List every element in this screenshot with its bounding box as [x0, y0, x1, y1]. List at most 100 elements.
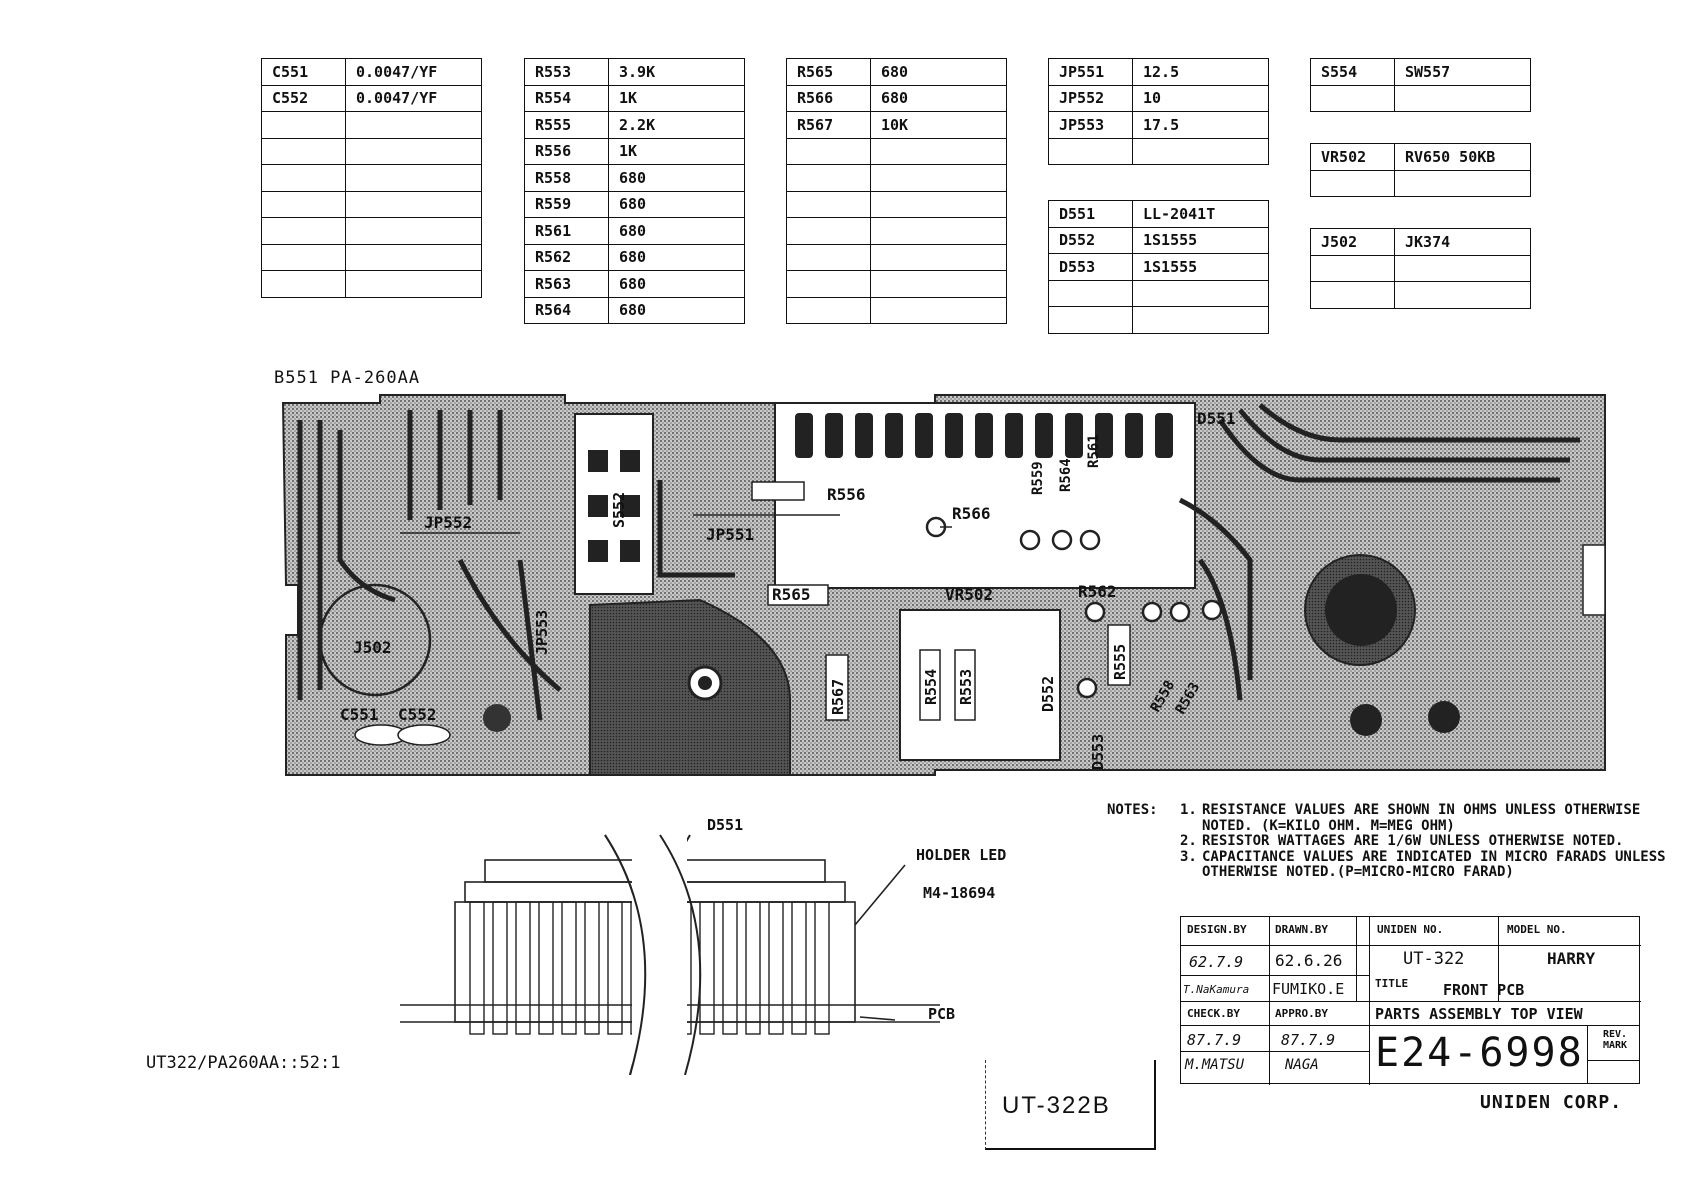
- part-ref-cell: R561: [524, 217, 609, 245]
- holder-pin: [722, 901, 738, 1035]
- notes-header: NOTES:: [1107, 802, 1158, 818]
- part-value-cell: [1394, 254, 1531, 282]
- part-ref-cell: [1048, 137, 1133, 165]
- solder-pad: [1051, 529, 1073, 551]
- parts-row: [261, 217, 482, 245]
- title-block: DESIGN.BY DRAWN.BY UNIDEN NO. MODEL NO. …: [1180, 916, 1641, 1085]
- model-no-label: MODEL NO.: [1507, 923, 1567, 936]
- part-value-cell: 12.5: [1132, 58, 1269, 86]
- part-value-cell: [1394, 84, 1531, 112]
- part-value-cell: 0.0047/YF: [345, 84, 482, 112]
- drawn-by-label: DRAWN.BY: [1275, 923, 1328, 936]
- part-value-cell: 1K: [608, 137, 745, 165]
- pcb-label-jp551: JP551: [706, 525, 754, 544]
- pcb-label-vr502: VR502: [945, 585, 993, 604]
- copper-trace: [1258, 403, 1580, 443]
- copper-trace: [1217, 418, 1560, 483]
- holder-pin: [561, 901, 577, 1035]
- copper-trace: [337, 430, 396, 603]
- part-value-cell: 1S1555: [1132, 253, 1269, 281]
- part-ref-cell: R556: [524, 137, 609, 165]
- pcb-label-d551: D551: [1197, 409, 1236, 428]
- part-value-cell: [1132, 279, 1269, 307]
- part-value-cell: SW557: [1394, 58, 1531, 86]
- part-ref-cell: R559: [524, 190, 609, 218]
- part-ref-cell: JP553: [1048, 111, 1133, 139]
- note-item: 1. RESISTANCE VALUES ARE SHOWN IN OHMS U…: [1180, 802, 1641, 834]
- drawer: FUMIKO.E: [1272, 980, 1345, 998]
- part-ref-cell: [1310, 169, 1395, 197]
- parts-row: [786, 164, 1007, 192]
- drawing-number: E24-6998: [1375, 1030, 1584, 1076]
- solder-pad: [1079, 529, 1101, 551]
- part-value-cell: [345, 217, 482, 245]
- check-date: 87.7.9: [1187, 1031, 1242, 1049]
- solder-pad: [1141, 601, 1163, 623]
- part-ref-cell: [1310, 84, 1395, 112]
- part-value-cell: 680: [608, 217, 745, 245]
- part-value-cell: [1132, 306, 1269, 334]
- copper-trace: [1238, 408, 1570, 463]
- uniden-no-label: UNIDEN NO.: [1377, 923, 1444, 936]
- part-ref-cell: [786, 190, 871, 218]
- pcb-label-d552: D552: [1039, 676, 1057, 712]
- parts-row: [261, 270, 482, 298]
- parts-row: [261, 164, 482, 192]
- part-ref-cell: R558: [524, 164, 609, 192]
- parts-row: [786, 217, 1007, 245]
- parts-row: [1310, 84, 1531, 112]
- title-label: TITLE: [1375, 977, 1409, 990]
- pcb-label-d553: D553: [1089, 734, 1107, 770]
- pcb-label-r564: R564: [1058, 458, 1074, 492]
- solder-pad: [1201, 599, 1223, 621]
- parts-row: [1310, 169, 1531, 197]
- copper-trace: [1178, 497, 1253, 680]
- holder-pin: [745, 901, 761, 1035]
- part-ref-cell: D552: [1048, 226, 1133, 254]
- part-ref-cell: [261, 164, 346, 192]
- led-pad: [855, 413, 873, 458]
- part-ref-cell: R567: [786, 111, 871, 139]
- parts-row: [1310, 281, 1531, 309]
- design-by-label: DESIGN.BY: [1187, 923, 1247, 936]
- stamp-box: [985, 1060, 1156, 1150]
- part-ref-cell: C551: [261, 58, 346, 86]
- jack-j502: [318, 583, 432, 697]
- copper-trace: [657, 480, 735, 578]
- checker: M.MATSU: [1185, 1057, 1245, 1073]
- solder-pad: [1169, 601, 1191, 623]
- part-value-cell: 17.5: [1132, 111, 1269, 139]
- part-value-cell: [870, 164, 1007, 192]
- part-ref-cell: [261, 137, 346, 165]
- part-value-cell: [870, 217, 1007, 245]
- board-label: B551 PA-260AA: [274, 368, 421, 388]
- part-value-cell: 1K: [608, 84, 745, 112]
- part-ref-cell: R555: [524, 111, 609, 139]
- pcb-label-c552: C552: [398, 705, 437, 724]
- holder-pin: [469, 901, 485, 1035]
- pcb-drawing: D551 R556 R566 JP552 JP551 R565 VR502 R5…: [281, 394, 1606, 776]
- drawn-date: 62.6.26: [1275, 951, 1343, 970]
- pcb-label-r567: R567: [829, 679, 847, 715]
- led-pad: [945, 413, 963, 458]
- holder-label-d551: D551: [707, 816, 743, 834]
- solder-pad: [1076, 677, 1098, 699]
- led-pad: [1095, 413, 1113, 458]
- part-ref-cell: D551: [1048, 200, 1133, 228]
- part-ref-cell: [1048, 306, 1133, 334]
- led-pad: [975, 413, 993, 458]
- pcb-label-r553: R553: [957, 669, 975, 705]
- led-pad: [795, 413, 813, 458]
- pcb-label-r565: R565: [772, 585, 811, 604]
- part-ref-cell: R566: [786, 84, 871, 112]
